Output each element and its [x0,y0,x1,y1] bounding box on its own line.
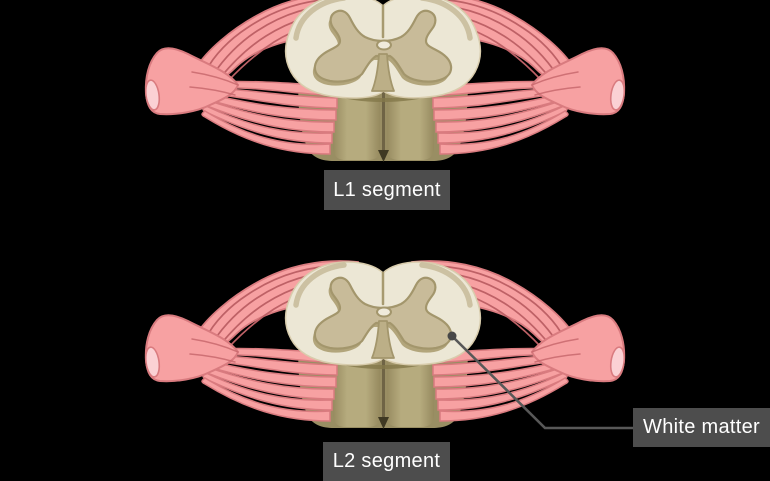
spinal-segment-l2 [144,261,626,429]
white-matter-label[interactable]: White matter [633,408,770,447]
spinal-segment-l1 [144,0,626,162]
leader-dot [447,331,457,341]
leader-line [451,335,634,430]
white-matter-leader [447,331,634,430]
segment-label-l1[interactable]: L1 segment [324,170,450,210]
segment-label-l2[interactable]: L2 segment [323,442,450,481]
